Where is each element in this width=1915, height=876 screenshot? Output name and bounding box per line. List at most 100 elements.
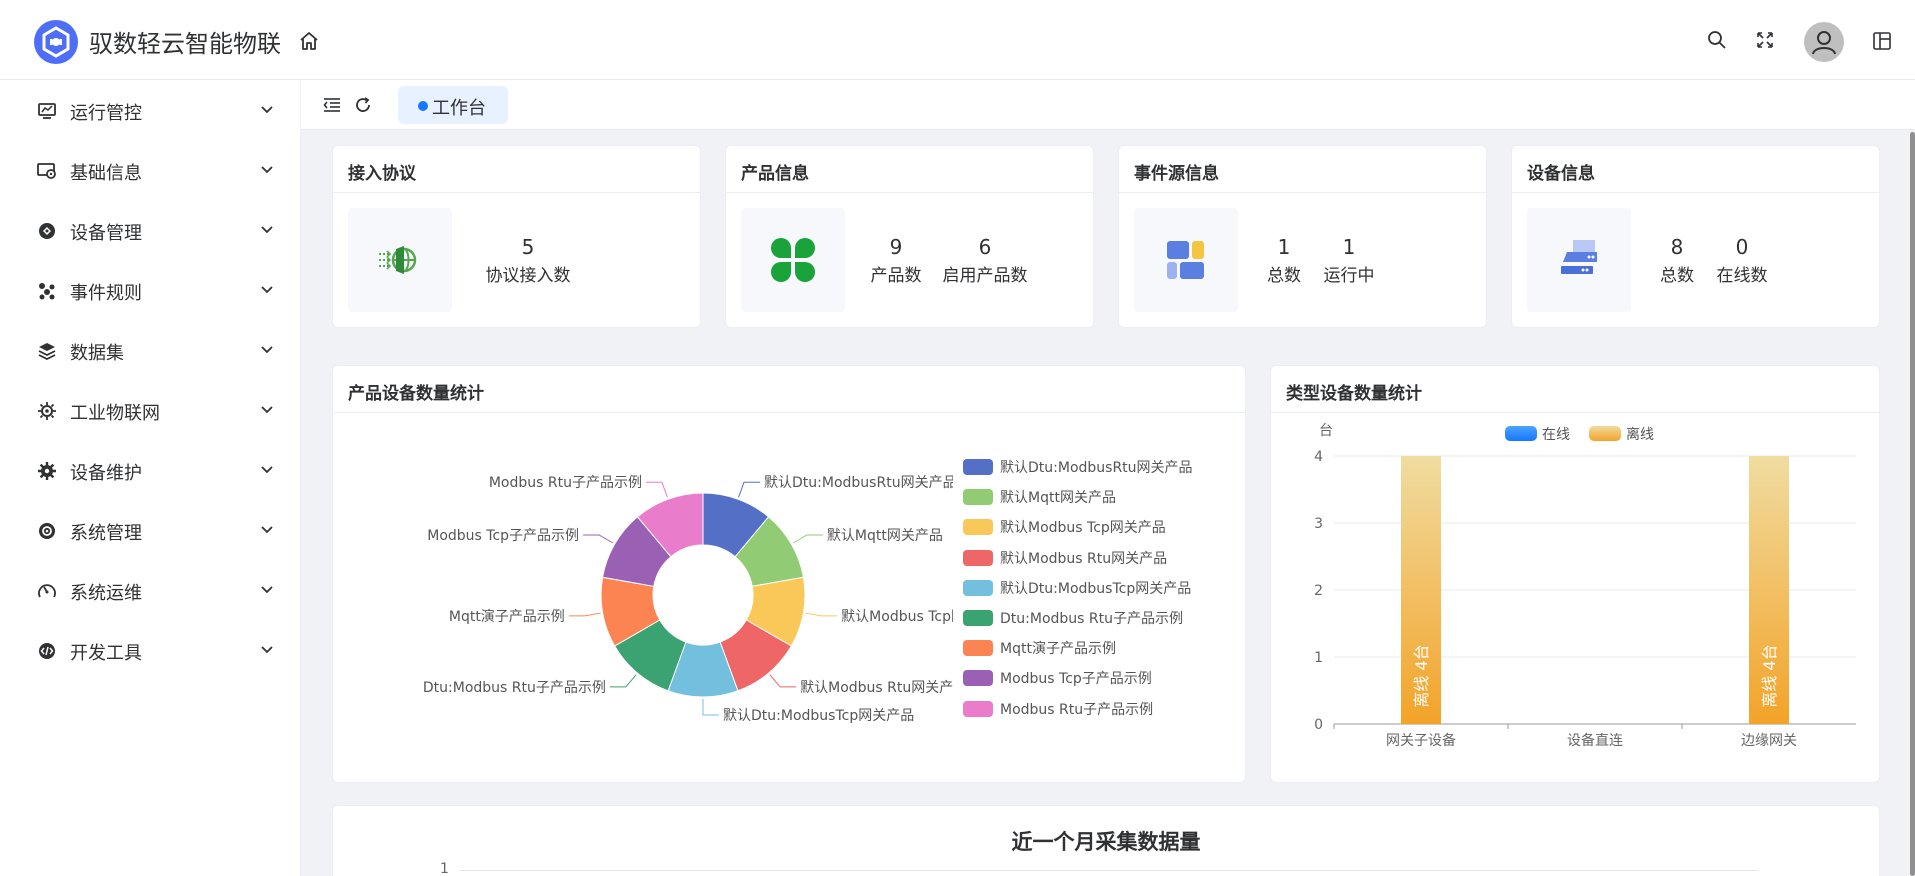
legend-label: Dtu:Modbus Rtu子产品示例 xyxy=(1000,611,1183,627)
legend-label: 默认Modbus Tcp网关产品 xyxy=(1000,520,1166,537)
donut-slice[interactable] xyxy=(636,492,704,558)
server-icon xyxy=(1561,240,1597,274)
slice-label-line xyxy=(769,674,797,688)
sidebar-item-device-maintenance[interactable]: 设备维护 xyxy=(0,445,301,495)
bar-data-label: 离线 4台 xyxy=(1412,644,1431,707)
search-icon[interactable] xyxy=(1707,30,1727,50)
legend-label: Modbus Tcp子产品示例 xyxy=(1000,671,1152,688)
active-dot xyxy=(418,101,428,111)
card-title: 类型设备数量统计 xyxy=(1286,384,1422,404)
sidebar-item-label: 运行管控 xyxy=(70,103,142,124)
slice-label: 默认Modbus Rtu网关产品 xyxy=(800,680,953,696)
legend-label[interactable]: 在线 xyxy=(1542,427,1570,443)
sidebar-item-dataset[interactable]: 数据集 xyxy=(0,325,301,375)
user-icon xyxy=(1812,31,1836,55)
sidebar-item-dev-tools[interactable]: 开发工具 xyxy=(0,625,301,675)
slice-label: 默认Modbus Tcp网关产品 xyxy=(841,609,953,625)
legend-swatch[interactable] xyxy=(1589,426,1621,441)
device-icon-box xyxy=(1527,208,1631,312)
gear-icon xyxy=(38,462,56,480)
y-tick-label: 4 xyxy=(1314,449,1323,465)
legend-swatch xyxy=(963,640,993,657)
legend-label[interactable]: 离线 xyxy=(1626,426,1654,443)
stat-value: 0 xyxy=(1735,235,1749,259)
flow-icon xyxy=(39,283,55,300)
legend-swatch xyxy=(963,489,993,506)
legend-label: 默认Dtu:ModbusTcp网关产品 xyxy=(1000,580,1192,597)
sidebar-item-basic-info[interactable]: 基础信息 xyxy=(0,145,301,195)
main-content: 工作台 接入协议 5 协议接入数 产品信息 xyxy=(301,80,1915,876)
bar-offline[interactable] xyxy=(1749,456,1789,724)
sidebar-item-device-management[interactable]: 设备管理 xyxy=(0,205,301,255)
slice-label: Modbus Tcp子产品示例 xyxy=(427,528,579,544)
slice-label: 默认Dtu:ModbusTcp网关产品 xyxy=(723,708,914,724)
stat-value: 1 xyxy=(1277,235,1291,259)
sidebar-item-system-management[interactable]: 系统管理 xyxy=(0,505,301,555)
tab-label: 工作台 xyxy=(432,98,486,119)
legend-swatch xyxy=(963,579,993,596)
divider xyxy=(333,412,1245,413)
app-title: 驭数轻云智能物联 xyxy=(89,30,281,58)
y-tick-label: 1 xyxy=(1314,650,1323,666)
chevron-down-icon xyxy=(261,646,273,654)
legend-label: 默认Dtu:ModbusRtu网关产品 xyxy=(1000,460,1193,476)
sidebar-item-event-rules[interactable]: 事件规则 xyxy=(0,265,301,315)
sidebar-item-industrial-iot[interactable]: 工业物联网 xyxy=(0,385,301,435)
menu-fold-icon[interactable] xyxy=(323,96,341,114)
user-avatar[interactable] xyxy=(1804,22,1844,62)
slice-label: Modbus Rtu子产品示例 xyxy=(489,475,642,491)
sidebar-item-label: 数据集 xyxy=(70,343,124,364)
sidebar-item-label: 工业物联网 xyxy=(70,403,160,424)
legend-swatch[interactable] xyxy=(1505,426,1537,441)
slice-label-line xyxy=(583,534,614,544)
chevron-down-icon xyxy=(261,466,273,474)
fullscreen-icon[interactable] xyxy=(1755,30,1775,50)
sidebar-item-run-control[interactable]: 运行管控 xyxy=(0,85,301,135)
sidebar-item-system-ops[interactable]: 系统运维 xyxy=(0,565,301,615)
refresh-icon[interactable] xyxy=(354,96,372,114)
stat-label: 启用产品数 xyxy=(942,266,1028,286)
stat-label: 在线数 xyxy=(1716,266,1768,286)
chevron-down-icon xyxy=(261,226,273,234)
product-device-chart-card: 产品设备数量统计 默认Dtu:ModbusRtu网关产品默认Mqtt网关产品默认… xyxy=(332,365,1246,783)
settings-screen-icon xyxy=(37,163,56,179)
slice-label: Dtu:Modbus Rtu子产品示例 xyxy=(423,680,606,696)
industrial-icon xyxy=(38,402,56,420)
slice-label-line xyxy=(609,674,637,688)
gauge-icon xyxy=(38,584,56,598)
bar-offline[interactable] xyxy=(1401,456,1441,724)
monthly-data-card: 近一个月采集数据量 1 xyxy=(332,805,1880,876)
card-title: 产品设备数量统计 xyxy=(348,384,484,404)
settings-icon xyxy=(39,523,55,539)
stat-device-online: 0 在线数 xyxy=(1707,234,1777,290)
scrollbar-thumb[interactable] xyxy=(1910,132,1915,876)
sidebar-item-label: 设备维护 xyxy=(70,463,142,484)
stat-event-running: 1 运行中 xyxy=(1314,234,1384,290)
chevron-down-icon xyxy=(261,166,273,174)
protocol-icon-box xyxy=(348,208,452,312)
x-tick-label: 设备直连 xyxy=(1567,732,1623,749)
y-tick-label: 2 xyxy=(1314,583,1323,599)
sidebar: 运行管控 基础信息 设备管理 事件规则 数据集 工业物联网 设备维护 系统管理 xyxy=(0,80,301,876)
tab-workbench[interactable]: 工作台 xyxy=(398,86,508,124)
y-tick-label: 3 xyxy=(1314,516,1323,532)
slice-label: 默认Dtu:ModbusRtu网关产品 xyxy=(764,475,953,491)
bar-chart: 台在线离线01234离线 4台网关子设备设备直连离线 4台边缘网关 xyxy=(1314,423,1856,749)
bar-data-label: 离线 4台 xyxy=(1760,644,1779,707)
card-title: 接入协议 xyxy=(348,164,416,184)
divider xyxy=(1119,192,1486,193)
x-tick-label: 网关子设备 xyxy=(1386,732,1456,749)
slice-label: Mqtt演子产品示例 xyxy=(449,609,565,625)
app-logo[interactable] xyxy=(34,20,78,64)
divider xyxy=(726,192,1093,193)
legend-swatch xyxy=(963,549,993,566)
chevron-down-icon xyxy=(261,346,273,354)
clover-icon xyxy=(771,238,815,282)
chevron-down-icon xyxy=(261,586,273,594)
layout-icon[interactable] xyxy=(1872,31,1892,51)
slice-label-line xyxy=(792,534,823,544)
home-icon[interactable] xyxy=(298,30,320,52)
card-title: 产品信息 xyxy=(741,164,809,184)
sidebar-item-label: 系统运维 xyxy=(70,583,142,604)
